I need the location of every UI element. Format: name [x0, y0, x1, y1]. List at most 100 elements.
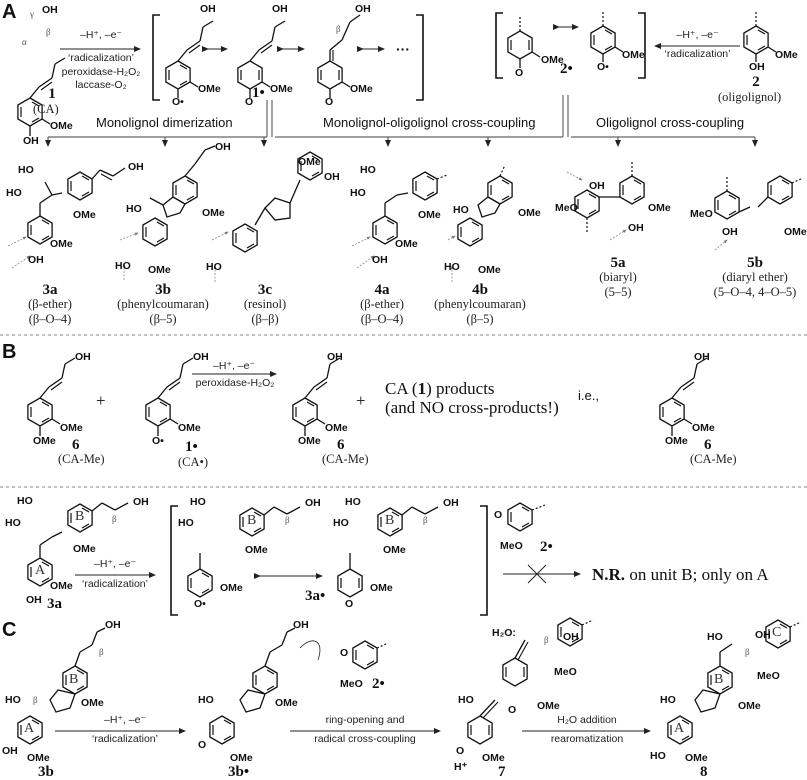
- position-alpha: α: [22, 37, 27, 47]
- atom-ome: OMe: [73, 543, 96, 555]
- ring-label-a: A: [24, 721, 35, 736]
- atom-o-radical: O•: [152, 435, 164, 447]
- compound-number-1-radical: 1•: [252, 85, 265, 101]
- atom-meo: MeO: [554, 666, 577, 678]
- atom-ome: OMe: [648, 202, 671, 214]
- compound-number-6: 6: [72, 437, 80, 453]
- compound-number-3b-radical: 3b•: [228, 764, 250, 780]
- atom-ome: OMe: [738, 700, 761, 712]
- compound-type: (β-ether): [360, 297, 404, 311]
- condition-text: ‘radicalization’: [82, 578, 148, 590]
- condition-text: radical cross-coupling: [314, 733, 416, 745]
- atom-oh: OH: [443, 497, 459, 509]
- structure-5a: [566, 162, 645, 241]
- atom-oh: OH: [105, 619, 121, 631]
- atom-ome: OMe: [665, 435, 688, 447]
- atom-o: O: [456, 745, 465, 757]
- ring-label-c: C: [772, 625, 782, 640]
- condition-text: –H⁺, –e⁻: [103, 714, 147, 726]
- panel-label-a: A: [2, 1, 17, 23]
- compound-type: (phenylcoumaran): [117, 297, 209, 311]
- atom-o-radical: O: [340, 647, 349, 659]
- compound-number-1-radical: 1•: [185, 439, 198, 455]
- atom-ome: OMe: [775, 49, 798, 61]
- atom-ome: OMe: [541, 54, 564, 66]
- atom-o: O: [325, 96, 334, 108]
- atom-oh: OH: [755, 629, 771, 641]
- atom-ho: HO: [178, 517, 194, 529]
- atom-ho: HO: [198, 694, 214, 706]
- compound-number-3b: 3b: [155, 282, 171, 298]
- atom-oh: OH: [324, 171, 340, 183]
- condition-text: ‘radicalization’: [664, 48, 731, 60]
- atom-ho: HO: [650, 750, 666, 762]
- route-label-dimerization: Monolignol dimerization: [96, 115, 233, 130]
- atom-ome: OMe: [60, 422, 83, 434]
- panel-label-c: C: [2, 619, 17, 641]
- atom-ome: OMe: [478, 264, 501, 276]
- condition-text: –H⁺, –e⁻: [93, 558, 137, 570]
- compound-number-5b: 5b: [747, 255, 763, 271]
- atom-oh: OH: [589, 180, 605, 192]
- structure-5b: [714, 175, 804, 251]
- condition-text: –H⁺, –e⁻: [79, 29, 123, 41]
- no-reaction-label: N.R.: [592, 565, 626, 584]
- atom-ho: HO: [333, 517, 349, 529]
- resonance-ellipsis: ···: [396, 41, 410, 57]
- compound-linkage: (β–O–4): [28, 312, 72, 326]
- no-reaction-result: N.R. on unit B; only on A: [592, 566, 769, 583]
- atom-ho: HO: [5, 694, 21, 706]
- atom-oh: OH: [722, 226, 738, 238]
- compound-number-3c: 3c: [257, 282, 273, 298]
- condition-text: ‘radicalization’: [68, 52, 134, 64]
- atom-ome: OMe: [418, 209, 441, 221]
- atom-ome: OMe: [230, 752, 253, 764]
- atom-meo: MeO: [500, 540, 523, 552]
- compound-number-4a: 4a: [374, 282, 390, 298]
- compound-linkage: (β–O–4): [360, 312, 404, 326]
- atom-ome: OMe: [178, 422, 201, 434]
- atom-oh: OH: [193, 351, 209, 363]
- compound-name-ca: (CA): [33, 102, 59, 116]
- atom-ho: HO: [660, 694, 676, 706]
- atom-ho: HO: [350, 187, 366, 199]
- atom-ho: HO: [444, 261, 460, 273]
- ring-label-b: B: [69, 672, 79, 687]
- atom-ome: OMe: [245, 544, 268, 556]
- compound-linkage: (β–5): [149, 312, 177, 326]
- condition-text: ring-opening and: [325, 714, 405, 726]
- atom-ome: OMe: [325, 422, 348, 434]
- condition-text: rearomatization: [550, 733, 624, 745]
- atom-meo: MeO: [690, 208, 713, 220]
- position-beta: β: [112, 514, 117, 524]
- atom-o-radical: O•: [597, 61, 609, 73]
- atom-o-radical: O: [198, 739, 207, 751]
- compound-type: (β-ether): [28, 297, 72, 311]
- atom-ome: OMe: [50, 580, 73, 592]
- result-compound-number: 1: [417, 379, 427, 398]
- compound-number-2-radical: 2•: [540, 539, 553, 555]
- atom-ome: OMe: [537, 700, 560, 712]
- atom-o: O: [515, 67, 524, 79]
- compound-number-6: 6: [704, 437, 712, 453]
- plus-sign: +: [356, 391, 366, 410]
- atom-oh: OH: [694, 351, 710, 363]
- atom-o: O: [508, 704, 517, 716]
- atom-meo: MeO: [340, 678, 363, 690]
- ring-label-b: B: [714, 672, 724, 687]
- atom-ho: HO: [360, 164, 376, 176]
- result-suffix: ) products: [426, 379, 495, 398]
- reagent-water: H₂O:: [492, 627, 516, 639]
- position-beta: β: [285, 515, 290, 525]
- structure-3c: [211, 151, 323, 282]
- atom-oh: OH: [2, 745, 18, 757]
- result-prefix: CA (: [385, 379, 418, 398]
- atom-ho: HO: [206, 261, 222, 273]
- compound-number-1: 1: [48, 86, 56, 102]
- compound-number-6: 6: [337, 437, 345, 453]
- atom-oh: OH: [628, 222, 644, 234]
- atom-ome: OMe: [685, 752, 708, 764]
- atom-oh: OH: [42, 4, 58, 16]
- atom-ho: HO: [126, 203, 142, 215]
- atom-ho: HO: [458, 694, 474, 706]
